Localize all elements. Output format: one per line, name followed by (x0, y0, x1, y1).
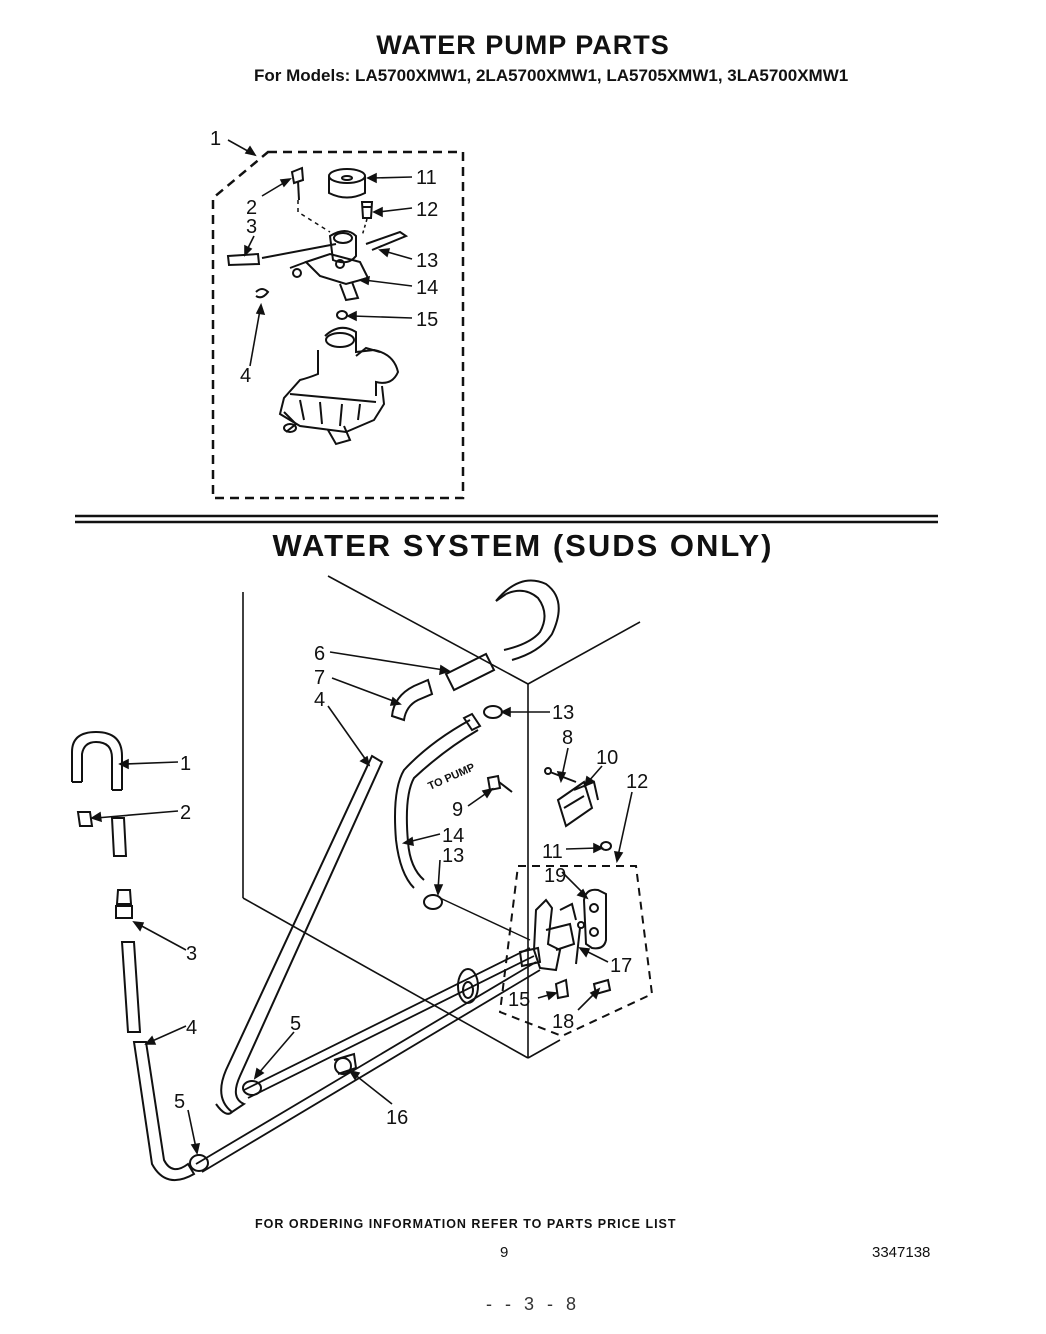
page-number: 9 (500, 1244, 509, 1261)
system-callout-leaders (90, 651, 633, 1156)
pump-hose-14 (394, 712, 482, 889)
section-divider (75, 514, 938, 524)
hose-connector-6 (444, 652, 496, 692)
pump-assembly-box (211, 150, 465, 500)
pump-label-2: 2 (246, 197, 257, 219)
pump-label-11: 11 (416, 167, 437, 189)
spring-17 (575, 921, 585, 965)
system-label-4-left: 4 (186, 1017, 197, 1039)
system-callout-labels: 1 2 3 4 5 5 16 6 7 4 13 8 10 12 9 14 13 … (174, 643, 648, 1129)
system-label-4-center: 4 (314, 689, 325, 711)
system-label-6: 6 (314, 643, 325, 665)
system-label-9: 9 (452, 799, 463, 821)
cabinet-hole (457, 968, 479, 1004)
plate-19 (582, 888, 607, 950)
pump-label-12: 12 (416, 199, 438, 221)
pump-label-14: 14 (416, 277, 438, 299)
pump-label-13: 13 (416, 250, 438, 272)
to-pump-marking: TO PUMP (426, 761, 476, 792)
system-label-11: 11 (542, 841, 563, 863)
pump-pin (360, 201, 374, 237)
system-label-13-top: 13 (552, 702, 574, 724)
system-label-5-center: 5 (290, 1013, 301, 1035)
ordering-note: FOR ORDERING INFORMATION REFER TO PARTS … (255, 1217, 677, 1231)
tub-inlet-hose (495, 579, 560, 661)
hose-4-left (132, 1041, 196, 1182)
clip-15 (554, 978, 570, 1000)
coupler-3 (115, 889, 133, 919)
outlet-tubes (195, 897, 541, 1173)
clamp-13-bottom (423, 894, 443, 910)
clamp-5-a (242, 1080, 262, 1096)
pump-screw (290, 166, 331, 233)
system-label-8: 8 (562, 727, 573, 749)
pump-callout-labels: 1 2 3 4 11 12 13 14 15 (210, 128, 438, 387)
hose-segment (110, 817, 128, 857)
system-label-19: 19 (544, 865, 566, 887)
pump-lever (226, 230, 409, 267)
system-label-16: 16 (386, 1107, 408, 1129)
pump-housing (278, 326, 400, 446)
pump-clip (255, 288, 270, 299)
valve-box (498, 865, 654, 1038)
pump-callout-leaders (227, 139, 413, 367)
system-label-17: 17 (610, 955, 632, 977)
system-label-2: 2 (180, 802, 191, 824)
system-label-12: 12 (626, 771, 648, 793)
pump-label-1: 1 (210, 128, 221, 150)
system-label-10: 10 (596, 747, 618, 769)
document-number: 3347138 (872, 1244, 931, 1261)
system-label-7: 7 (314, 667, 325, 689)
screw-9 (486, 774, 513, 793)
cabinet-outline (242, 575, 641, 1059)
system-label-18: 18 (552, 1011, 574, 1033)
model-list: For Models: LA5700XMW1, 2LA5700XMW1, LA5… (254, 66, 849, 85)
pump-cam-assembly (289, 230, 370, 302)
long-drain-hose-4 (215, 754, 384, 1115)
clamp-13-top (483, 705, 503, 719)
system-label-15: 15 (508, 989, 530, 1011)
page-title: WATER PUMP PARTS (376, 30, 670, 60)
nut-11 (600, 841, 612, 851)
pump-label-4: 4 (240, 365, 251, 387)
hose-segment-lower (120, 941, 142, 1033)
handwritten-mark: - - 3 - 8 (486, 1294, 581, 1314)
left-hook-hose-1 (71, 730, 123, 791)
system-label-13-bottom: 13 (442, 845, 464, 867)
system-label-3: 3 (186, 943, 197, 965)
grommet-16 (333, 1052, 358, 1075)
section-title: WATER SYSTEM (SUDS ONLY) (272, 528, 774, 563)
elbow-7 (390, 678, 434, 722)
system-label-5-left: 5 (174, 1091, 185, 1113)
pump-seal (336, 310, 348, 320)
pump-pulley (328, 168, 366, 199)
valve-body (518, 898, 577, 972)
hose-cap-2 (76, 811, 94, 827)
clamp-5-b (189, 1154, 209, 1172)
system-label-1: 1 (180, 753, 191, 775)
system-label-14: 14 (442, 825, 464, 847)
bracket-10 (556, 780, 599, 828)
pump-label-15: 15 (416, 309, 438, 331)
pump-label-3: 3 (246, 216, 257, 238)
